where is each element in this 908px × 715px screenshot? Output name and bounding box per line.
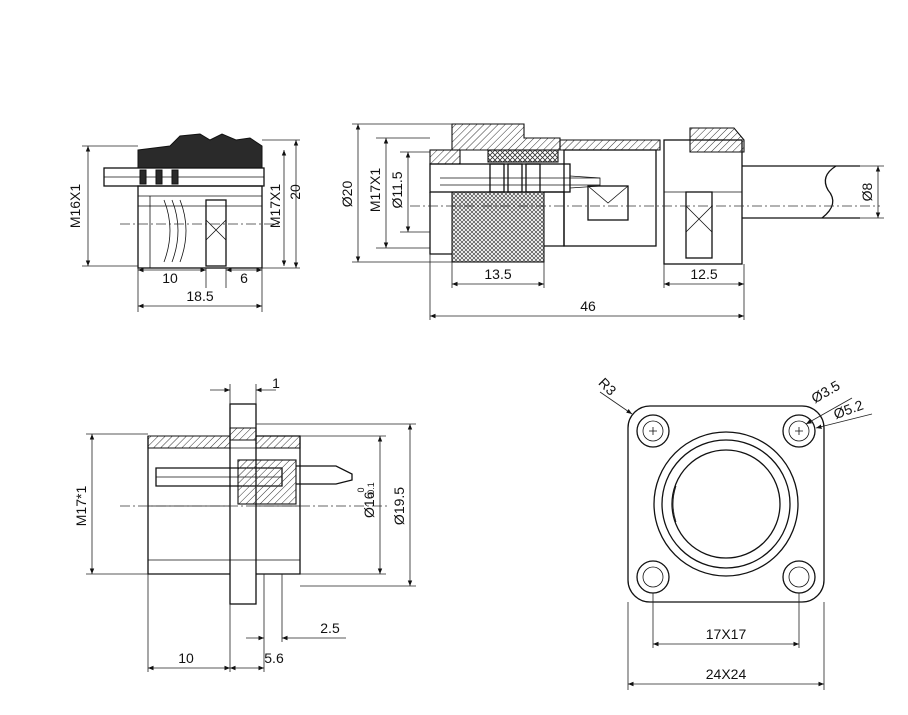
plug-knurled-nut — [451, 191, 545, 263]
plug-thread-label: M17X1 — [367, 168, 383, 213]
flange-front-view: R3 Ø3.5 Ø5.2 17X17 24X24 — [596, 374, 873, 690]
plug-len-nut-label: 13.5 — [484, 266, 511, 282]
plug-diameter-outer-label: Ø20 — [339, 181, 355, 208]
flange-plate — [627, 405, 825, 603]
side-len-b-label: 6 — [240, 270, 248, 286]
flange-hole-b-label: Ø5.2 — [831, 397, 865, 422]
flange-pitch-label: 17X17 — [706, 626, 747, 642]
side-body — [137, 185, 263, 269]
plug-len-clamp-label: 12.5 — [690, 266, 717, 282]
socket-tol-lower-label: -0.1 — [366, 482, 376, 498]
flange-hole-a-label: Ø3.5 — [808, 377, 842, 406]
socket-diameter-b-label: Ø19.5 — [391, 487, 407, 525]
socket-tol-upper-label: 0 — [356, 487, 366, 492]
plug-view: Ø20 M17X1 Ø11.5 Ø8 13.5 12.5 46 — [339, 123, 884, 320]
side-len-total-label: 18.5 — [186, 288, 213, 304]
side-cap — [137, 133, 263, 169]
plug-cable-diameter-label: Ø8 — [859, 182, 875, 201]
plug-len-total-label: 46 — [580, 298, 596, 314]
socket-len-c-label: 2.5 — [320, 620, 340, 636]
socket-thread-label: M17*1 — [73, 486, 89, 527]
socket-diameter-a-label: Ø16 — [361, 491, 377, 518]
side-thread-right-label: M17X1 — [267, 184, 283, 229]
socket-section-view: 1 M17*1 Ø16 0 -0.1 Ø19.5 10 5.6 2.5 — [73, 375, 416, 672]
socket-len-a-label: 10 — [178, 650, 194, 666]
flange-size-label: 24X24 — [706, 666, 747, 682]
side-thread-left-label: M16X1 — [67, 184, 83, 229]
socket-flange-label: 1 — [272, 375, 280, 391]
socket-len-b-label: 5.6 — [264, 650, 284, 666]
side-height-label: 20 — [287, 184, 303, 200]
flange-radius-label: R3 — [596, 374, 620, 398]
side-len-a-label: 10 — [162, 270, 178, 286]
side-view: M16X1 M17X1 20 10 6 18.5 — [67, 133, 303, 312]
plug-diameter-inner-label: Ø11.5 — [389, 171, 405, 208]
